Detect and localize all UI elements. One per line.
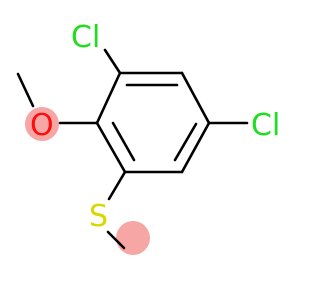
ring-bond-c1-c2 bbox=[95, 71, 122, 125]
ring-double-bond-right bbox=[173, 122, 198, 162]
ring-bond-c4-c5 bbox=[180, 121, 211, 174]
ring-double-bond-left bbox=[111, 121, 136, 162]
molecule-diagram: Cl Cl O S bbox=[16, 20, 280, 255]
bond-c3-sulfur bbox=[107, 170, 127, 201]
bond-oxygen-methyl bbox=[16, 72, 35, 108]
bond-c1-cl-top bbox=[103, 48, 122, 75]
methyl-s-highlight bbox=[116, 221, 150, 255]
sulfur-label: S bbox=[89, 199, 108, 234]
ring-bond-c2-c3 bbox=[95, 121, 127, 174]
chlorine-top-label: Cl bbox=[71, 20, 100, 55]
oxygen-label: O bbox=[30, 108, 54, 143]
chlorine-right-label: Cl bbox=[251, 108, 280, 143]
oxygen-highlight bbox=[25, 107, 59, 141]
bond-sulfur-methyl bbox=[106, 230, 126, 250]
ring-bond-c5-c6 bbox=[180, 71, 211, 125]
